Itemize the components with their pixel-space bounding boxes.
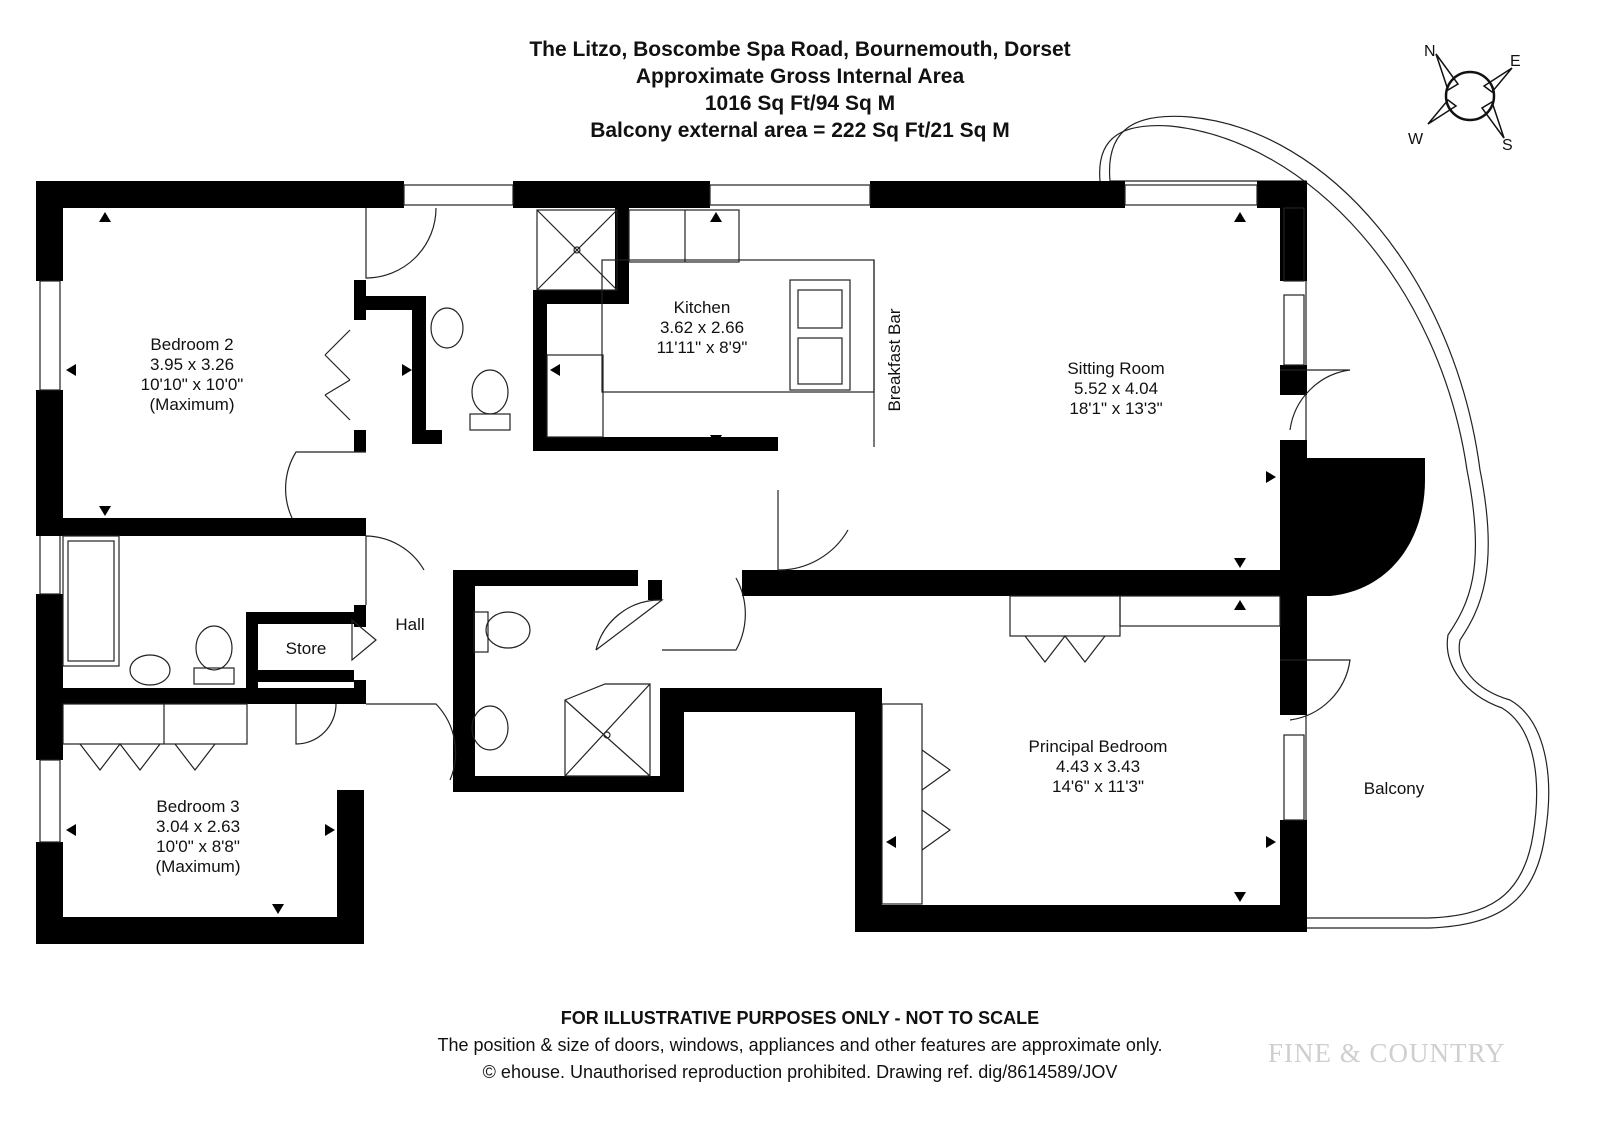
windows — [39, 184, 1305, 843]
approximate-note: The position & size of doors, windows, a… — [437, 1035, 1163, 1055]
balcony-outline — [1108, 115, 1550, 929]
room-note: (Maximum) — [150, 395, 235, 414]
room-imperial: 10'0" x 8'8" — [156, 837, 240, 856]
room-metric: 4.43 x 3.43 — [1056, 757, 1140, 776]
room-name: Kitchen — [674, 298, 731, 317]
compass-e: E — [1510, 53, 1521, 70]
room-metric: 3.62 x 2.66 — [660, 318, 744, 337]
breakfast-bar-label: Breakfast Bar — [885, 308, 904, 411]
room-imperial: 14'6" x 11'3" — [1052, 777, 1144, 796]
compass-w: W — [1408, 131, 1424, 148]
room-name: Principal Bedroom — [1029, 737, 1168, 756]
doors — [285, 207, 1351, 781]
room-sitting: Sitting Room 5.52 x 4.04 18'1" x 13'3" — [1067, 359, 1164, 418]
room-imperial: 10'10" x 10'0" — [141, 375, 244, 394]
room-bedroom-2: Bedroom 2 3.95 x 3.26 10'10" x 10'0" (Ma… — [141, 335, 244, 414]
store-label: Store — [286, 639, 327, 658]
compass-s: S — [1502, 137, 1513, 154]
hall-label: Hall — [395, 615, 424, 634]
room-principal-bedroom: Principal Bedroom 4.43 x 3.43 14'6" x 11… — [1029, 737, 1168, 796]
room-kitchen: Kitchen 3.62 x 2.66 11'11" x 8'9" — [657, 298, 748, 357]
balcony-area: Balcony external area = 222 Sq Ft/21 Sq … — [590, 119, 1010, 142]
disclaimer: FOR ILLUSTRATIVE PURPOSES ONLY - NOT TO … — [560, 1008, 1040, 1028]
plan-address: The Litzo, Boscombe Spa Road, Bournemout… — [529, 38, 1071, 61]
room-bedroom-3: Bedroom 3 3.04 x 2.63 10'0" x 8'8" (Maxi… — [156, 797, 241, 876]
room-metric: 3.95 x 3.26 — [150, 355, 234, 374]
compass: N E S W — [1408, 43, 1521, 154]
room-imperial: 11'11" x 8'9" — [657, 338, 748, 357]
room-name: Sitting Room — [1067, 359, 1164, 378]
room-name: Bedroom 3 — [156, 797, 239, 816]
area-value: 1016 Sq Ft/94 Sq M — [704, 92, 896, 115]
room-metric: 5.52 x 4.04 — [1074, 379, 1158, 398]
area-title: Approximate Gross Internal Area — [635, 65, 965, 88]
room-name: Bedroom 2 — [150, 335, 233, 354]
fixtures — [62, 209, 1281, 905]
balcony-label: Balcony — [1364, 779, 1425, 798]
compass-n: N — [1424, 43, 1436, 60]
room-metric: 3.04 x 2.63 — [156, 817, 240, 836]
curved-column — [1290, 458, 1425, 596]
watermark-logo: FINE & COUNTRY — [1268, 1038, 1506, 1068]
room-imperial: 18'1" x 13'3" — [1069, 399, 1162, 418]
room-note: (Maximum) — [156, 857, 241, 876]
dimension-arrows — [66, 212, 1276, 914]
copyright: © ehouse. Unauthorised reproduction proh… — [482, 1062, 1118, 1082]
